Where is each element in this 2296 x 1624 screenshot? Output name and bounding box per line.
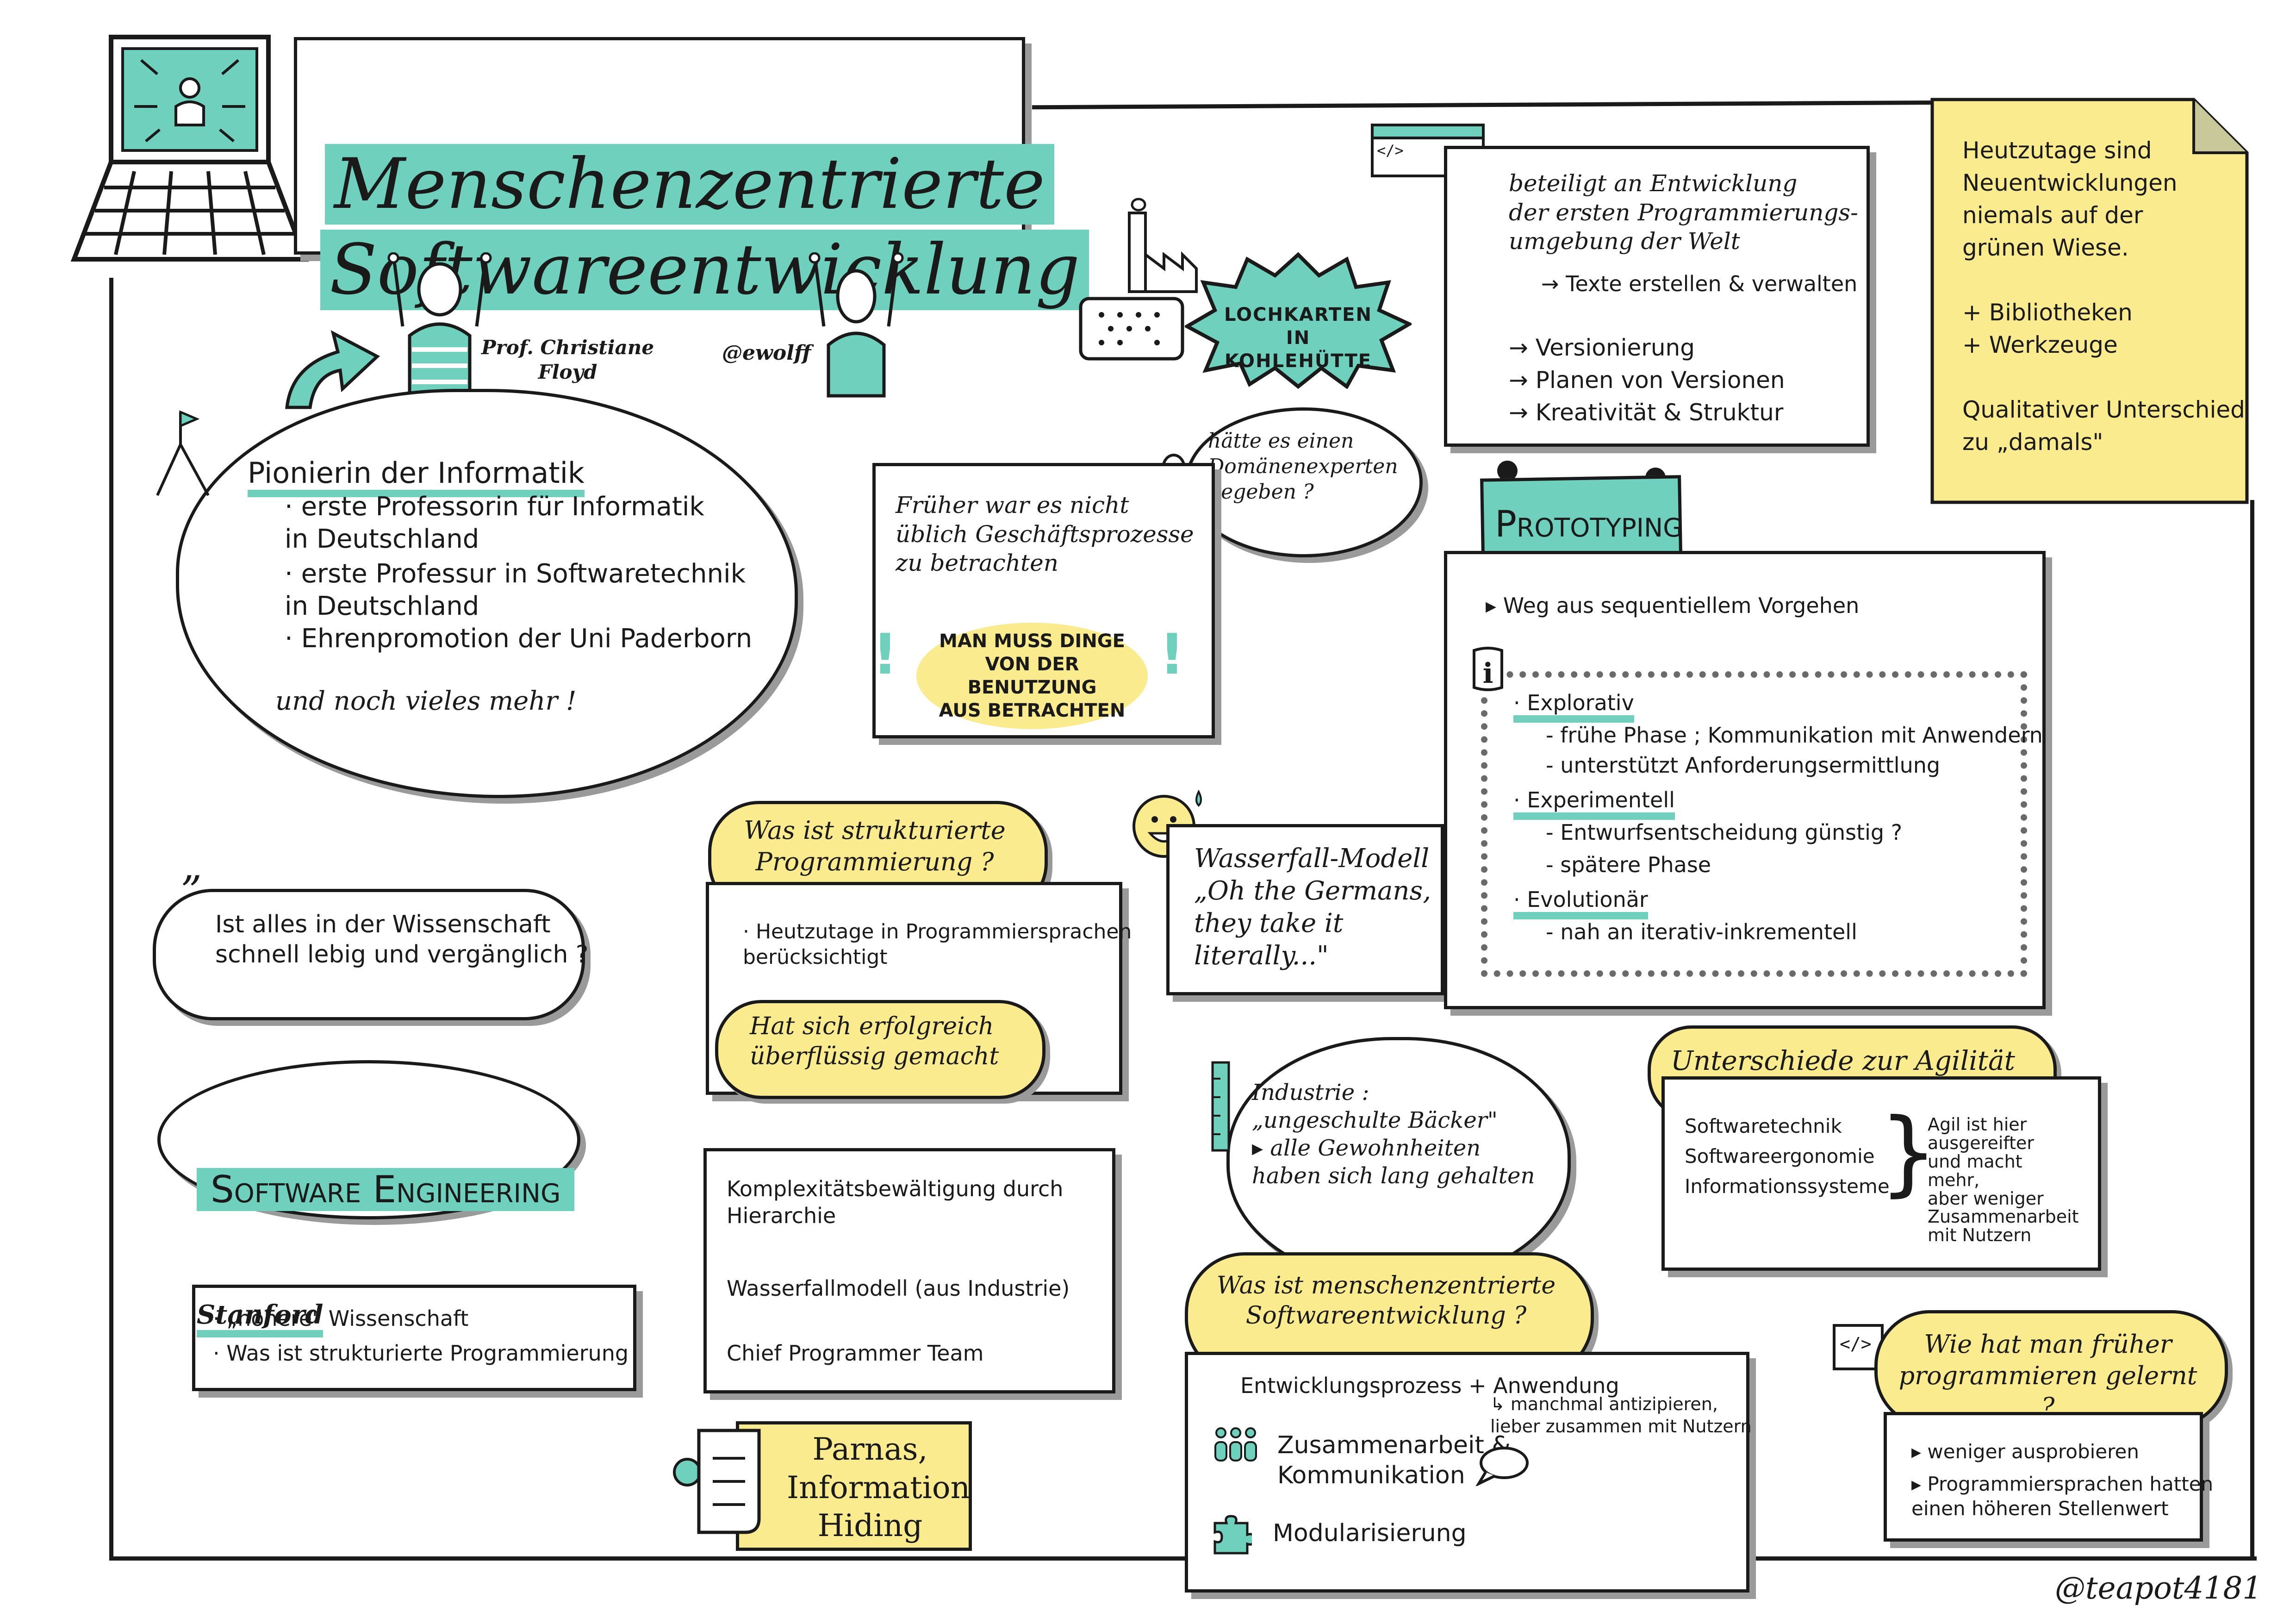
agility-box — [1661, 1076, 2101, 1271]
human-centered-line1: Entwicklungsprozess + Anwendung — [1240, 1373, 1619, 1398]
title-board: Menschenzentrierte Softwareentwicklung — [294, 37, 1089, 310]
waterfall-text: Wasserfall-Modell „Oh the Germans, they … — [1194, 843, 1431, 971]
code-window-label: </> — [1377, 142, 1404, 159]
agility-brace: } — [1879, 1099, 1938, 1206]
agility-question: Unterschiede zur Agilität — [1671, 1045, 2015, 1076]
prototyping-label: Prototyping — [1495, 504, 1683, 545]
pioneer-bullet-1: · erste Professorin für Informatik in De… — [285, 492, 704, 554]
floyd-name: Prof. Christiane Floyd — [481, 336, 654, 383]
exclamation-right-icon: ! — [1159, 623, 1185, 687]
prototyping-group-2: · Experimentell — [1513, 787, 1675, 820]
structured-quote: Hat sich erfolgreich überflüssig gemacht — [750, 1012, 999, 1070]
scroll-icon — [666, 1417, 773, 1537]
ruler-icon — [1210, 1060, 1233, 1153]
complexity-item-3: Chief Programmer Team — [727, 1341, 984, 1366]
code-tag-icon — [1833, 1324, 1884, 1370]
exclamation-left-icon: ! — [872, 623, 898, 687]
sticky-note — [1930, 97, 2249, 505]
past-item-1: ▸ weniger ausprobieren — [1911, 1440, 2139, 1463]
human-centered-collab: Zusammenarbeit & Kommunikation — [1277, 1431, 1511, 1489]
code-tag-label: </> — [1840, 1334, 1872, 1354]
pioneer-footer: und noch vieles mehr ! — [275, 686, 577, 716]
frame-bottom — [109, 1556, 2257, 1561]
stanford-box — [192, 1285, 636, 1391]
agility-fields: Softwaretechnik Softwareergonomie Inform… — [1685, 1115, 1890, 1198]
factory-icon — [1120, 194, 1199, 296]
stanford-item-1: · „höhere" Wissenschaft — [213, 1306, 469, 1331]
complexity-item-1: Komplexitätsbewältigung durch Hierarchie — [727, 1176, 1064, 1228]
programming-env-sub: → Texte erstellen & verwalten — [1541, 271, 1858, 296]
punchcards-text: Lochkarten in Kohlehütte — [1224, 304, 1372, 372]
mountain-flag-icon — [153, 407, 213, 500]
frame-left — [109, 278, 113, 1560]
stanford-item-2: · Was ist strukturierte Programmierung — [213, 1341, 629, 1366]
human-centered-box — [1185, 1352, 1749, 1593]
arrow-icon — [278, 319, 384, 412]
laptop-icon — [65, 32, 315, 273]
prototyping-group-1: · Explorativ — [1513, 690, 1634, 723]
wolff-handle: @ewolff — [722, 341, 811, 365]
science-quote-bubble — [153, 889, 585, 1020]
prototyping-group-1-item-2: - unterstützt Anforderungsermittlung — [1546, 753, 1941, 778]
structured-question: Was ist strukturierte Programmierung ? — [744, 816, 1006, 876]
software-engineering-label: Software Engineering — [197, 1120, 575, 1213]
programming-env-heading: beteiligt an Entwicklung der ersten Prog… — [1509, 170, 1858, 255]
structured-quote-bubble — [715, 1000, 1045, 1099]
punchcard-burst — [1183, 250, 1413, 389]
early-callout: Man muss Dinge von der Benutzung aus bet… — [939, 631, 1126, 721]
info-icon: i — [1467, 646, 1509, 697]
industry-cloud — [1226, 1037, 1571, 1284]
signature: @teapot4181 — [2055, 1570, 2262, 1606]
complexity-box — [703, 1148, 1115, 1393]
prototyping-group-2-item-1: - Entwurfsentscheidung günstig ? — [1546, 820, 1903, 845]
stanford-heading: Stanford — [197, 1266, 324, 1337]
programming-env-box — [1444, 146, 1870, 447]
past-bubble — [1874, 1310, 2228, 1428]
complexity-item-2: Wasserfallmodell (aus Industrie) — [727, 1276, 1070, 1301]
programming-env-item-2: → Planen von Versionen — [1509, 367, 1785, 394]
human-centered-modular: Modularisierung — [1273, 1519, 1467, 1547]
human-centered-note: ↳ manchmal antizipieren, lieber zusammen… — [1490, 1394, 1752, 1437]
svg-text:i: i — [1483, 657, 1493, 690]
parnas-text: Parnas, Information Hiding — [787, 1431, 971, 1543]
prototyping-dotted-box — [1481, 671, 2027, 977]
past-item-2: ▸ Programmiersprachen hatten einen höher… — [1911, 1473, 2214, 1520]
quote-mark: ” — [180, 867, 202, 916]
programming-env-item-1: → Versionierung — [1509, 334, 1695, 361]
title-line-1: Menschenzentrierte — [325, 54, 1054, 228]
past-box — [1884, 1412, 2203, 1542]
person-floyd-icon — [384, 252, 495, 400]
prototyping-group-3: · Evolutionär — [1513, 887, 1648, 919]
pioneer-heading: Pionierin der Informatik — [248, 419, 585, 497]
agility-note: Agil ist hier ausgereifter und macht meh… — [1928, 1114, 2079, 1246]
past-question: Wie hat man früher programmieren gelernt… — [1898, 1330, 2197, 1421]
prototyping-group-2-item-2: - spätere Phase — [1546, 852, 1711, 877]
team-icon — [1213, 1426, 1259, 1463]
prototyping-group-3-item-1: - nah an iterativ-inkrementell — [1546, 919, 1857, 944]
frame-top — [1032, 100, 1958, 110]
domain-expert-text: hätte es einen Domänenexperten gegeben ? — [1208, 429, 1398, 504]
human-centered-question: Was ist menschenzentrierte Softwareentwi… — [1216, 1272, 1556, 1330]
speech-bubble-icon — [1474, 1444, 1530, 1487]
sticky-note-text: Heutzutage sind Neuentwicklungen niemals… — [1962, 137, 2245, 456]
industry-text: Industrie : „ungeschulte Bäcker" ▸ alle … — [1252, 1080, 1535, 1189]
prototyping-group-1-item-1: - frühe Phase ; Kommunikation mit Anwend… — [1546, 723, 2043, 748]
pioneer-cloud — [176, 389, 798, 798]
early-text: Früher war es nicht üblich Geschäftsproz… — [896, 492, 1194, 576]
frame-right — [2250, 500, 2254, 1560]
pioneer-bullet-2: · erste Professur in Softwaretechnik in … — [285, 559, 746, 621]
parnas-box — [736, 1421, 972, 1551]
structured-bullet: · Heutzutage in Programmiersprachen berü… — [743, 920, 1132, 969]
science-quote: Ist alles in der Wissenschaft schnell le… — [215, 911, 589, 968]
domain-expert-bubble — [1185, 407, 1423, 557]
prototyping-box — [1444, 551, 2046, 1009]
waterfall-box — [1166, 824, 1444, 995]
puzzle-icon — [1210, 1514, 1256, 1555]
prototyping-intro: ▸ Weg aus sequentiellem Vorgehen — [1486, 593, 1860, 618]
person-wolff-icon — [805, 252, 907, 400]
programming-env-item-3: → Kreativität & Struktur — [1509, 399, 1784, 426]
punch-card-icon — [1078, 296, 1185, 361]
early-callout-bubble — [916, 623, 1148, 729]
pioneer-bullet-3: · Ehrenpromotion der Uni Paderborn — [285, 624, 753, 654]
